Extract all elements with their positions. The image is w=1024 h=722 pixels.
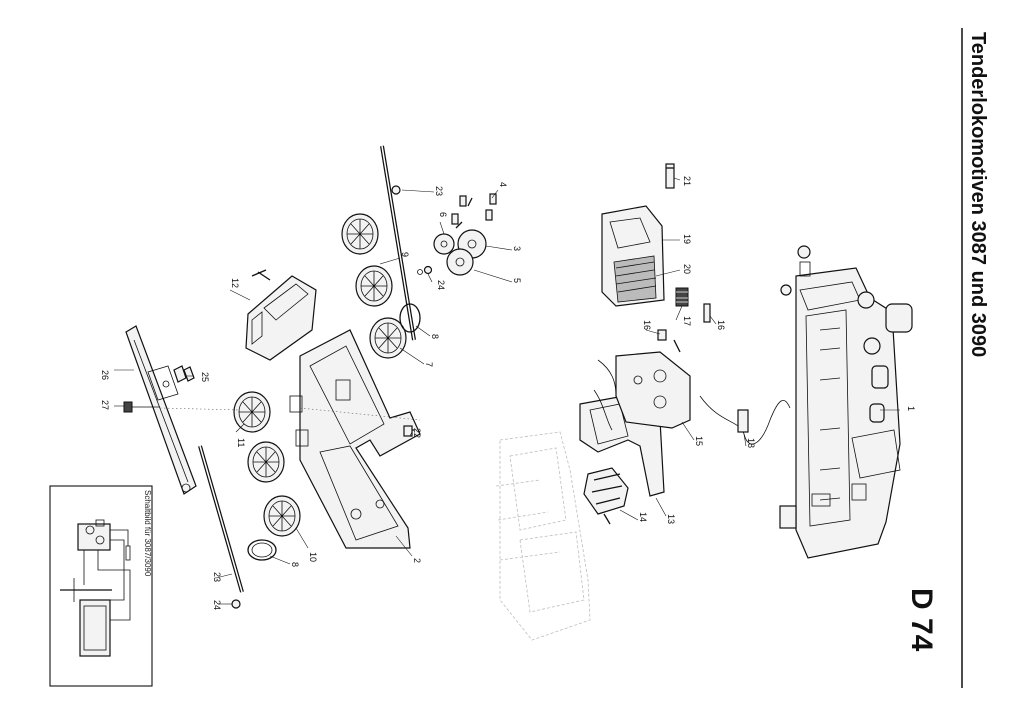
- part-number-labels: 1 2 3 4 5 6 7 8 8 9 10 11 12 13 14 15 16…: [100, 176, 916, 610]
- screw-21: [665, 163, 675, 189]
- part-label-24a: 24: [436, 280, 446, 290]
- brush-16a: [657, 329, 667, 341]
- pin-4a: [459, 195, 467, 207]
- screw-16b: [703, 303, 711, 323]
- clip-25a: [173, 365, 187, 383]
- screw-22: [403, 425, 413, 437]
- part-label-21: 21: [682, 176, 692, 186]
- screw-27: [123, 401, 133, 413]
- part-label-26: 26: [100, 370, 110, 380]
- tyre-8-upper: [399, 303, 421, 333]
- part-label-9: 9: [400, 252, 410, 257]
- inset-frame: [49, 485, 153, 687]
- leader-lines: [114, 177, 900, 605]
- part-label-20: 20: [682, 264, 692, 274]
- part-label-5: 5: [512, 278, 522, 283]
- part-label-14: 14: [638, 512, 648, 522]
- part-label-11: 11: [236, 438, 246, 447]
- armature-14: [583, 467, 629, 515]
- buffer: [779, 505, 797, 529]
- motor-assembly: [579, 351, 691, 525]
- part-label-4: 4: [498, 182, 508, 187]
- coil-20: [613, 255, 657, 303]
- part-label-8b: 8: [290, 562, 300, 567]
- motor-top-assembly: [601, 163, 675, 307]
- brush-plate-15: [615, 351, 691, 429]
- part-label-16a: 16: [642, 320, 652, 330]
- washer-24-upper: [423, 265, 433, 275]
- document-code: D 74: [905, 588, 938, 652]
- gear-5: [446, 248, 474, 276]
- clip-25b: [183, 366, 195, 382]
- tyre-8-lower: [247, 539, 277, 561]
- part-label-24b: 24: [212, 600, 222, 610]
- part-label-10: 10: [308, 552, 318, 562]
- part-label-23b: 23: [212, 572, 222, 582]
- cable-18: [699, 395, 791, 445]
- gear-6: [433, 233, 455, 255]
- part-label-1: 1: [906, 406, 916, 411]
- motor-bracket-12: [245, 269, 317, 361]
- brushes: [657, 287, 711, 353]
- wheels-lower: [233, 391, 301, 561]
- inset-board: [79, 599, 111, 657]
- inset-caption: Schaltbild für 3087/3090: [143, 490, 152, 577]
- pin-4b: [489, 193, 497, 205]
- brush-spring-17: [675, 287, 689, 307]
- wiring-inset: Schaltbild für 3087/3090: [49, 485, 153, 687]
- inset-motor: [77, 523, 111, 551]
- part-label-18: 18: [746, 438, 756, 448]
- loco-body-1: [779, 245, 913, 559]
- part-label-19: 19: [682, 234, 692, 244]
- document-title: Tenderlokomotiven 3087 und 3090: [967, 32, 989, 357]
- part-label-27: 27: [100, 400, 110, 410]
- part-label-6: 6: [438, 212, 448, 217]
- part-label-17: 17: [682, 316, 692, 326]
- part-label-13: 13: [666, 514, 676, 524]
- part-label-25: 25: [200, 372, 210, 382]
- part-label-16b: 16: [716, 320, 726, 330]
- wheels-upper: [341, 213, 421, 359]
- part-label-8a: 8: [430, 334, 440, 339]
- part-label-2: 2: [412, 558, 422, 563]
- part-label-3: 3: [512, 246, 522, 251]
- part-label-15: 15: [694, 436, 704, 446]
- drive-axle-lower: [198, 445, 244, 609]
- part-label-12: 12: [230, 278, 240, 288]
- part-label-22: 22: [412, 428, 422, 438]
- chimney: [885, 303, 913, 333]
- phantom-housing: [495, 431, 591, 641]
- main-frame-2: [289, 329, 421, 549]
- drive-axle-upper: [380, 145, 497, 341]
- steam-dome: [871, 365, 889, 389]
- coupling-arm-assembly: [123, 325, 197, 495]
- part-label-23a: 23: [434, 186, 444, 196]
- part-label-7: 7: [424, 362, 434, 367]
- washer-24-lower: [231, 599, 241, 609]
